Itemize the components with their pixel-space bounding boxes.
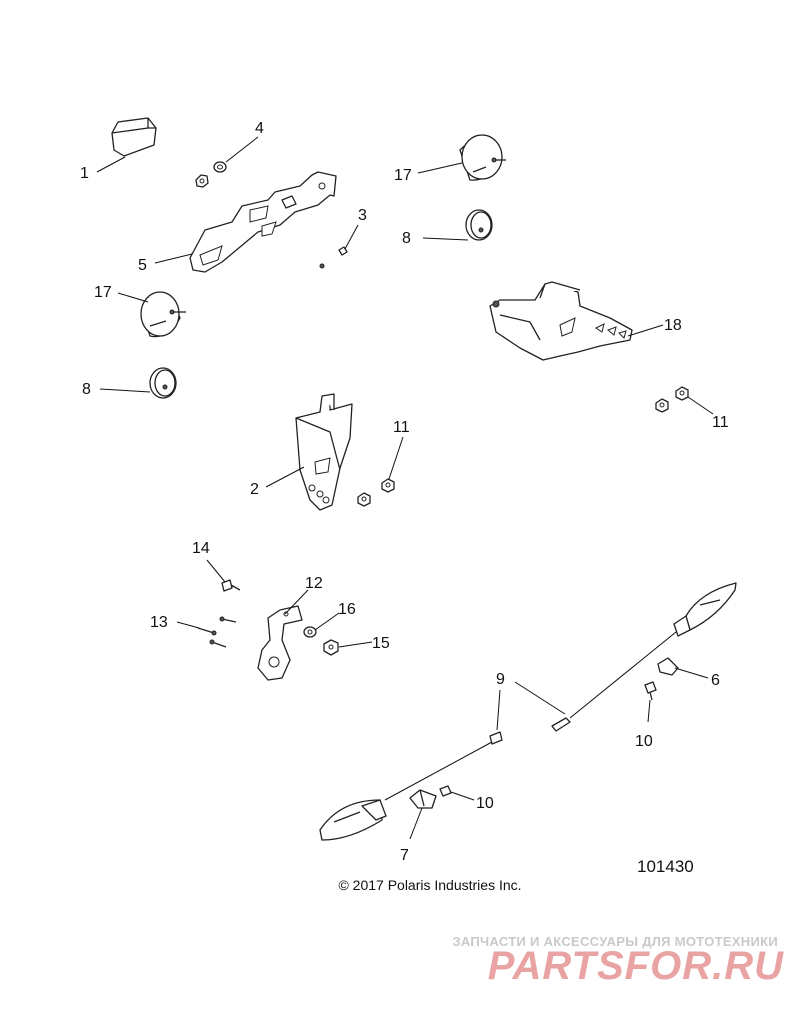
- callout-18: 18: [664, 317, 682, 334]
- part-7-lens-cap: [409, 789, 437, 809]
- callout-6: 6: [711, 672, 720, 689]
- part-8-reflector-lens-top: [465, 209, 493, 241]
- turn-signal-left: [319, 731, 503, 841]
- document-number: 101430: [637, 857, 694, 876]
- part-11-nuts-right: [655, 386, 689, 413]
- callout-15: 15: [372, 635, 390, 652]
- callout-3: 3: [358, 207, 367, 224]
- part-14-bolt: [221, 579, 241, 592]
- callout-17b: 17: [94, 284, 112, 301]
- callout-14: 14: [192, 540, 210, 557]
- callout-11a: 11: [393, 419, 410, 436]
- part-10-screw-left: [439, 785, 452, 797]
- watermark-tagline: ЗАПЧАСТИ И АКСЕССУАРЫ ДЛЯ МОТОТЕХНИКИ: [452, 934, 778, 949]
- part-10-screw-right: [644, 681, 657, 701]
- part-13-screws: [197, 616, 237, 648]
- part-4-nut-washer: [195, 161, 227, 188]
- callout-10b: 10: [635, 733, 653, 750]
- callout-1: 1: [80, 165, 89, 182]
- callout-16: 16: [338, 601, 356, 618]
- part-18-mount-bracket: [489, 281, 633, 361]
- watermark-logo: PARTSFOR.RU: [487, 944, 784, 988]
- turn-signal-right: [551, 582, 737, 732]
- callout-13: 13: [150, 614, 168, 631]
- callout-7: 7: [400, 847, 409, 864]
- part-15-nut: [323, 639, 339, 656]
- callout-8a: 8: [402, 230, 411, 247]
- part-3-screw: [319, 246, 348, 269]
- part-2-bracket: [295, 393, 353, 511]
- callout-9: 9: [496, 671, 505, 688]
- callout-17a: 17: [394, 167, 412, 184]
- part-1-bumper: [111, 117, 157, 157]
- callout-5: 5: [138, 257, 147, 274]
- callout-11b: 11: [712, 414, 729, 431]
- copyright-notice: © 2017 Polaris Industries Inc.: [338, 877, 522, 893]
- part-17-reflector-housing-left: [140, 291, 186, 338]
- part-17-reflector-housing-top: [459, 134, 506, 181]
- callout-8b: 8: [82, 381, 91, 398]
- part-6-lens-cap: [657, 657, 679, 676]
- part-8-reflector-lens-left: [149, 367, 177, 399]
- part-11-nuts-center: [357, 478, 395, 507]
- part-5-bracket: [189, 171, 337, 273]
- part-12-plate-bracket: [257, 605, 303, 681]
- callout-10a: 10: [476, 795, 494, 812]
- part-16-washer: [303, 626, 317, 638]
- callout-4: 4: [255, 120, 264, 137]
- callout-2: 2: [250, 481, 259, 498]
- callout-12: 12: [305, 575, 323, 592]
